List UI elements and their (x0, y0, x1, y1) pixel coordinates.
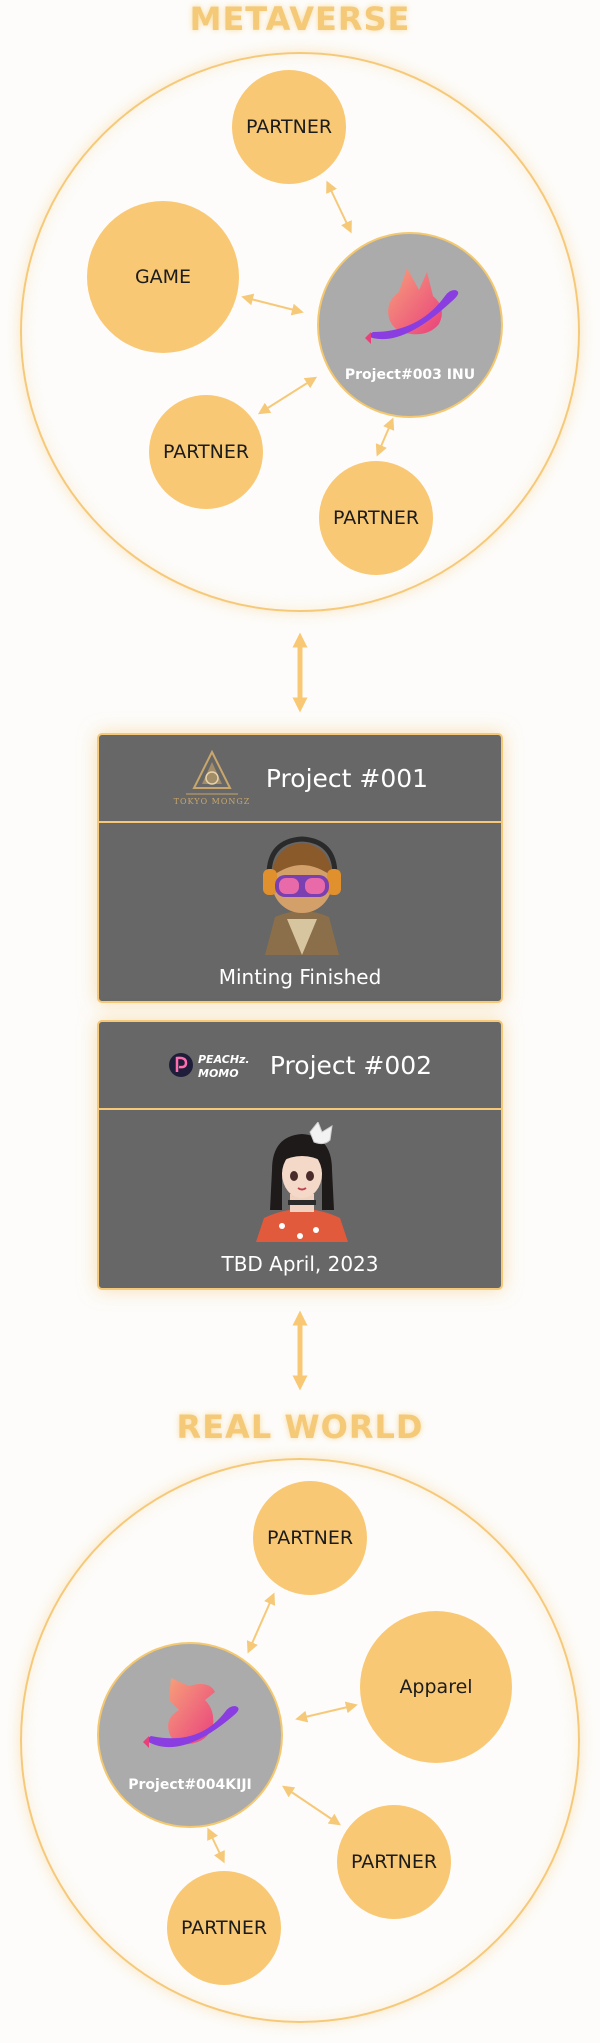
partner-node-label: PARTNER (162, 441, 250, 463)
svg-text:MOMO: MOMO (198, 1067, 239, 1080)
partner-node-top-rw: PARTNER (253, 1481, 367, 1595)
partner-node-bottom: PARTNER (319, 461, 433, 575)
peachz-momo-avatar-icon (256, 1122, 348, 1242)
project-status: TBD April, 2023 (221, 1252, 379, 1276)
partner-node-right-rw: PARTNER (337, 1805, 451, 1919)
project-card-002[interactable]: PEACHz. MOMO Project #002 TBD April, 202… (97, 1020, 503, 1290)
project-004-label: Project#004KIJI (128, 1777, 252, 1793)
svg-text:TOKYO MONGZ: TOKYO MONGZ (174, 797, 251, 806)
tokyo-mongz-avatar-icon (263, 836, 341, 955)
partner-node-left: PARTNER (149, 395, 263, 509)
real-world-title: REAL WORLD (176, 1408, 424, 1446)
tokyo-mongz-logo-icon: TOKYO MONGZ (174, 749, 251, 806)
partner-node-top: PARTNER (232, 70, 346, 184)
project-003-hub[interactable]: Project#003 INU (317, 232, 503, 418)
partner-node-label: PARTNER (245, 116, 333, 138)
project-004-hub[interactable]: Project#004KIJI (97, 1642, 283, 1828)
metaverse-ring (20, 52, 580, 612)
game-node-label: GAME (134, 266, 192, 288)
svg-text:PEACHz.: PEACHz. (198, 1053, 250, 1066)
game-node: GAME (87, 201, 239, 353)
kiji-logo-icon (143, 1678, 239, 1748)
project-title: Project #001 (265, 763, 429, 793)
metaverse-title: METAVERSE (189, 0, 411, 38)
project-card-001[interactable]: TOKYO MONGZ Project #001 Minting Finishe… (97, 733, 503, 1003)
partner-node-label: PARTNER (266, 1527, 354, 1549)
inu-logo-icon (365, 268, 459, 344)
partner-node-label: PARTNER (332, 507, 420, 529)
project-card-header: TOKYO MONGZ Project #001 (99, 735, 501, 823)
peachz-momo-logo-icon: PEACHz. MOMO (168, 1053, 250, 1080)
real-world-ring (20, 1458, 580, 2023)
project-title: Project #002 (269, 1050, 433, 1080)
project-003-label: Project#003 INU (344, 367, 476, 383)
project-card-header: PEACHz. MOMO Project #002 (99, 1022, 501, 1110)
partner-node-label: PARTNER (180, 1917, 268, 1939)
apparel-node-label: Apparel (399, 1676, 473, 1698)
partner-node-bottom-rw: PARTNER (167, 1871, 281, 1985)
partner-node-label: PARTNER (350, 1851, 438, 1873)
project-status: Minting Finished (218, 965, 382, 989)
apparel-node: Apparel (360, 1611, 512, 1763)
